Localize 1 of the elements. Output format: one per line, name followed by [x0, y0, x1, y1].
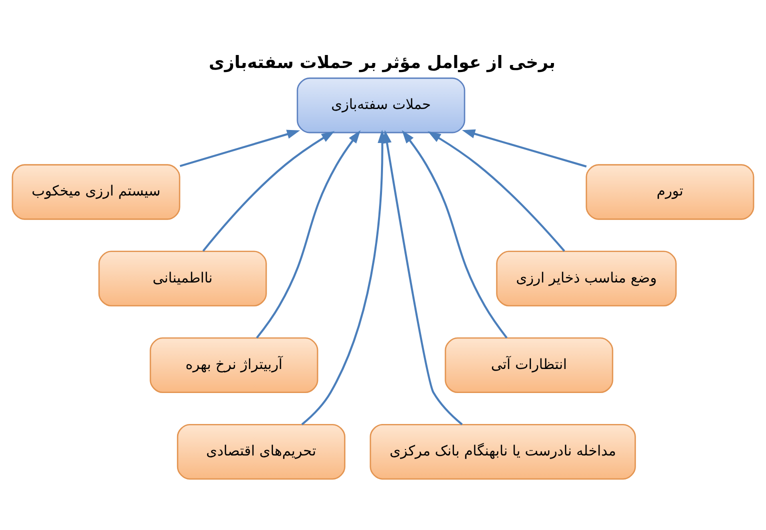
diagram-title: برخی از عوامل مؤثر بر حملات سفته‌بازی — [208, 52, 556, 73]
